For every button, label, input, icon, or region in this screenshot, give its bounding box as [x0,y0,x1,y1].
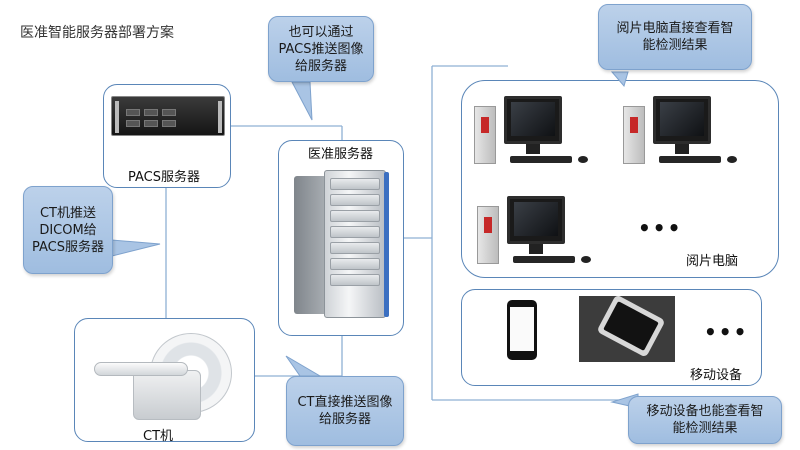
tail-ct-direct [285,355,322,377]
desktop-pc-icon [623,96,738,168]
ct-base-icon [133,370,201,420]
tail-reading-view [610,71,629,88]
more-mobile-ellipsis: ••• [704,320,749,344]
callout-mobile-view: 移动设备也能查看智能检测结果 [628,396,782,444]
tail-pacs-push [291,81,313,121]
callout-reading-view: 阅片电脑直接查看智能检测结果 [598,4,752,70]
page-title: 医准智能服务器部署方案 [20,25,174,41]
reading-pc-label: 阅片电脑 [686,254,739,269]
ct-table-icon [94,362,188,376]
tail-ct-dicom [111,239,161,257]
desktop-pc-icon [474,96,589,168]
pacs-server-label: PACS服务器 [128,170,201,185]
callout-pacs-push: 也可以通过PACS推送图像给服务器 [268,16,374,82]
callout-ct-direct: CT直接推送图像给服务器 [286,376,404,446]
smartphone-icon [507,300,537,360]
central-server-label: 医准服务器 [308,147,374,162]
server-tower-icon [290,162,392,322]
more-pcs-ellipsis: ••• [638,216,683,240]
pacs-rack-icon [111,96,225,136]
callout-ct-dicom: CT机推送DICOM给PACS服务器 [23,186,113,274]
ct-machine-label: CT机 [143,429,174,444]
desktop-pc-icon [477,196,592,268]
mobile-device-label: 移动设备 [690,368,743,383]
